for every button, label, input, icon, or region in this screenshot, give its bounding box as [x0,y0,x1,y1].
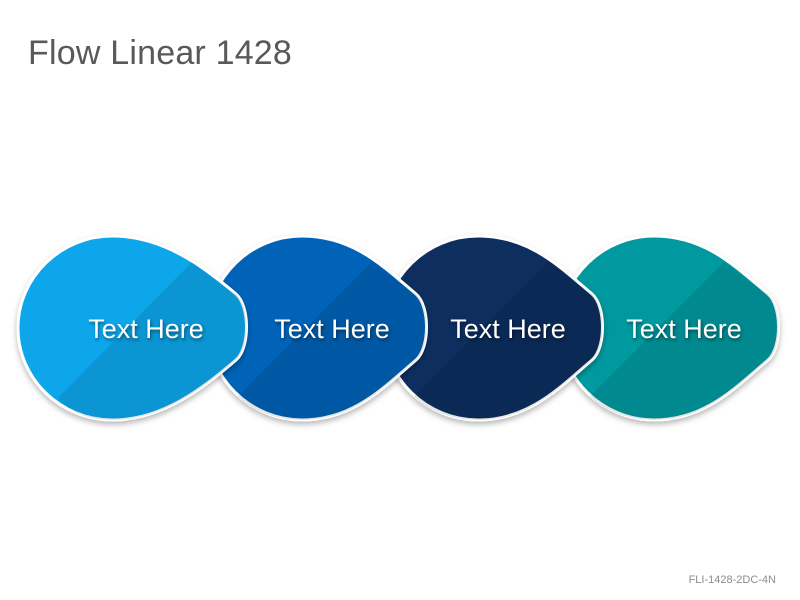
step-4-label: Text Here [626,314,742,344]
step-3-shade [414,262,603,420]
step-1-label: Text Here [88,314,204,344]
step-4-shade [590,262,779,420]
step-3-label: Text Here [450,314,566,344]
page-title: Flow Linear 1428 [28,34,293,72]
step-2-shade [238,262,427,420]
step-2-label: Text Here [274,314,390,344]
slide-code: FLI-1428-2DC-4N [688,574,776,586]
step-1-shade [58,262,247,420]
flow-step-3 [382,234,604,422]
flow-step-4 [558,234,780,422]
step-1-shape [16,234,248,422]
flow-step-1 [16,234,248,422]
